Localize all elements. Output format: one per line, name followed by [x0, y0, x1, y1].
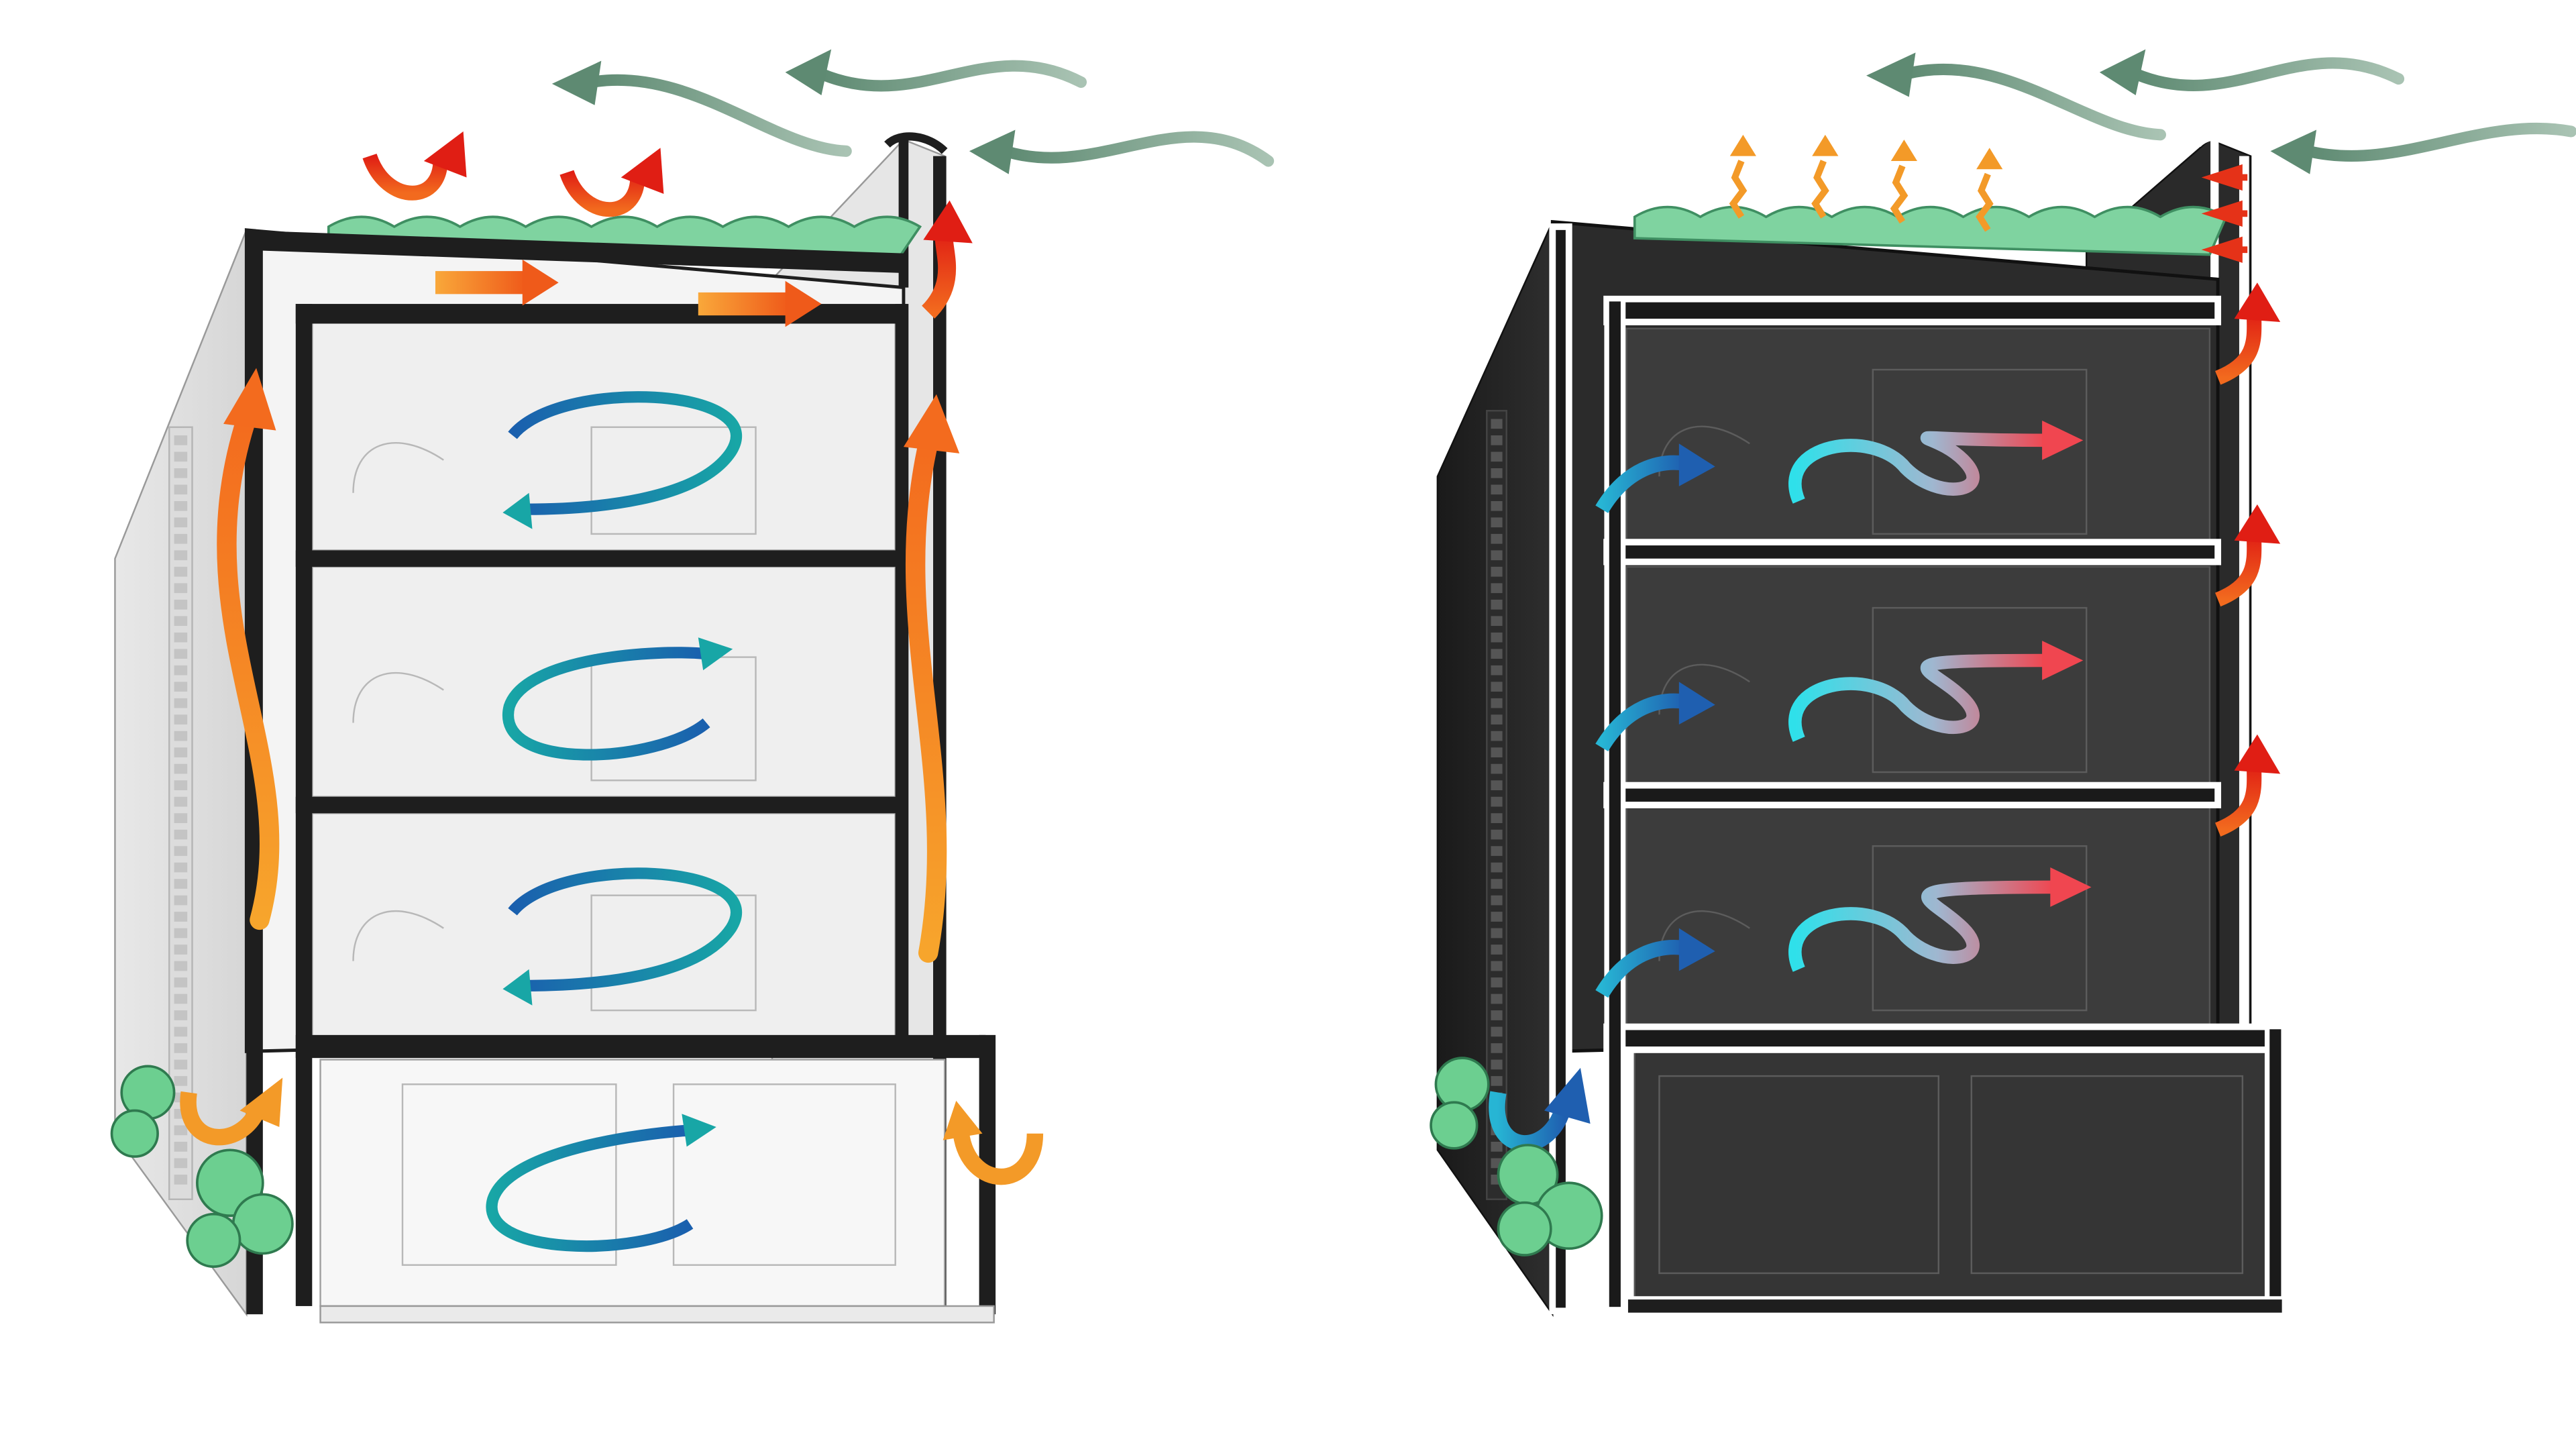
shrub-icon — [1430, 1057, 1603, 1256]
wind-arrows — [551, 49, 1275, 174]
wind-arrow-icon — [551, 60, 602, 105]
facade-exhaust-arrows — [2214, 282, 2281, 837]
ground-intake-arrows — [1489, 1067, 1591, 1152]
exhaust-arrow-icon — [559, 170, 645, 217]
intake-arrow-icon — [1489, 1091, 1572, 1152]
wind-arrow-icon — [2130, 57, 2405, 91]
circulation-arrow-icon — [502, 647, 710, 761]
floor-room — [311, 566, 896, 798]
floor-preheat-flows — [1595, 420, 2092, 998]
exhaust-arrow-icon — [923, 200, 973, 244]
roof-duct-arrows — [435, 259, 822, 327]
heat-release-arrow-icon — [1890, 164, 1909, 224]
floor-circulation-loops — [486, 391, 743, 1252]
heat-release-arrow-icon — [1729, 160, 1748, 219]
exhaust-arrow-icon — [423, 131, 467, 178]
winter-panel — [1430, 49, 2576, 1318]
exhaust-arrow-icon — [621, 148, 664, 194]
updraft-arrow-icon — [217, 409, 280, 930]
updraft-arrow-icon — [905, 433, 947, 963]
warm-flow-arrow-icon — [698, 292, 789, 316]
facade-updraft-arrows — [217, 368, 960, 963]
intake-arrow-icon — [1595, 940, 1685, 998]
summer-panel — [110, 49, 1275, 1324]
circulation-arrow-icon — [486, 1124, 694, 1252]
circulation-arrow-icon — [508, 391, 743, 515]
exhaust-arrow-icon — [2214, 312, 2262, 385]
intake-arrow-icon — [1595, 455, 1685, 514]
exhaust-arrow-icon — [362, 153, 448, 201]
roof-exhaust-arrows — [362, 131, 973, 319]
exhaust-arrow-icon — [2214, 763, 2262, 837]
intake-arrow-icon — [180, 1091, 268, 1146]
floor-room — [311, 812, 896, 1044]
floor-room — [311, 319, 896, 551]
preheat-arrow-icon — [1788, 880, 2054, 972]
preheat-arrow-icon — [1788, 431, 2045, 504]
wind-arrow-icon — [2302, 122, 2576, 162]
wind-arrows — [1866, 49, 2576, 174]
summer-floors — [246, 229, 996, 1324]
exhaust-arrow-icon — [2214, 533, 2262, 607]
intake-arrow-icon — [1595, 693, 1685, 752]
winter-floors — [1549, 223, 2287, 1316]
heat-release-arrow-icon — [1811, 160, 1829, 219]
warm-flow-arrow-icon — [435, 271, 526, 294]
circulation-arrow-icon — [508, 867, 743, 991]
wind-arrow-icon — [586, 74, 852, 157]
wind-arrow-icon — [1000, 131, 1275, 167]
shrub-icon — [110, 1065, 294, 1268]
ground-room — [319, 1059, 946, 1307]
wind-arrow-icon — [815, 60, 1087, 92]
wind-arrow-icon — [785, 49, 832, 96]
heat-release-arrow-icon — [1976, 172, 1994, 232]
green-roof-icon — [246, 215, 922, 274]
preheat-arrow-icon — [1788, 653, 2045, 742]
wind-arrow-icon — [1900, 63, 2166, 141]
roof-heat-release-arrows — [1729, 160, 1994, 232]
chimney-vents — [2201, 164, 2248, 263]
wind-arrow-icon — [969, 129, 1016, 174]
intake-arrow-icon — [953, 1132, 1044, 1185]
